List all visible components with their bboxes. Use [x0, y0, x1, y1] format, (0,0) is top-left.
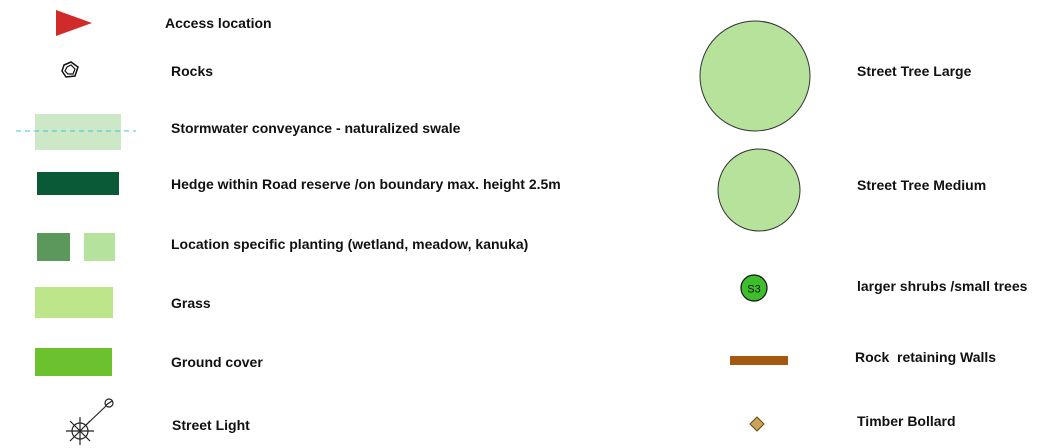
planting-label: Location specific planting (wetland, mea…: [171, 236, 529, 252]
grass-swatch: [35, 287, 113, 318]
rocks-label: Rocks: [171, 63, 214, 79]
street-tree-medium-icon: [717, 148, 801, 232]
shrub-s3-icon: S3: [740, 274, 768, 302]
svg-text:S3: S3: [747, 284, 760, 296]
timber-bollard-label: Timber Bollard: [857, 413, 956, 429]
retaining-wall-label: Rock retaining Walls: [855, 349, 997, 365]
hedge-label: Hedge within Road reserve /on boundary m…: [171, 176, 561, 192]
swale-label: Stormwater conveyance - naturalized swal…: [171, 120, 461, 136]
access-location-label: Access location: [165, 15, 272, 31]
rocks-icon: [61, 61, 79, 78]
planting-swatch-dark: [37, 233, 70, 261]
access-location-flag-icon: [56, 10, 92, 36]
timber-bollard-icon: [749, 416, 765, 432]
swale-icon: [16, 114, 136, 150]
planting-swatch-light: [84, 233, 115, 261]
street-light-label: Street Light: [172, 417, 250, 433]
grass-label: Grass: [171, 295, 211, 311]
ground-cover-swatch: [35, 348, 112, 376]
street-tree-large-icon: [699, 20, 811, 132]
street-light-icon: [66, 398, 114, 445]
ground-cover-label: Ground cover: [171, 354, 263, 370]
street-tree-large-label: Street Tree Large: [857, 63, 972, 79]
street-tree-medium-label: Street Tree Medium: [857, 177, 987, 193]
retaining-wall-swatch: [730, 356, 788, 365]
shrubs-label: larger shrubs /small trees: [857, 278, 1028, 294]
hedge-swatch: [37, 172, 119, 195]
